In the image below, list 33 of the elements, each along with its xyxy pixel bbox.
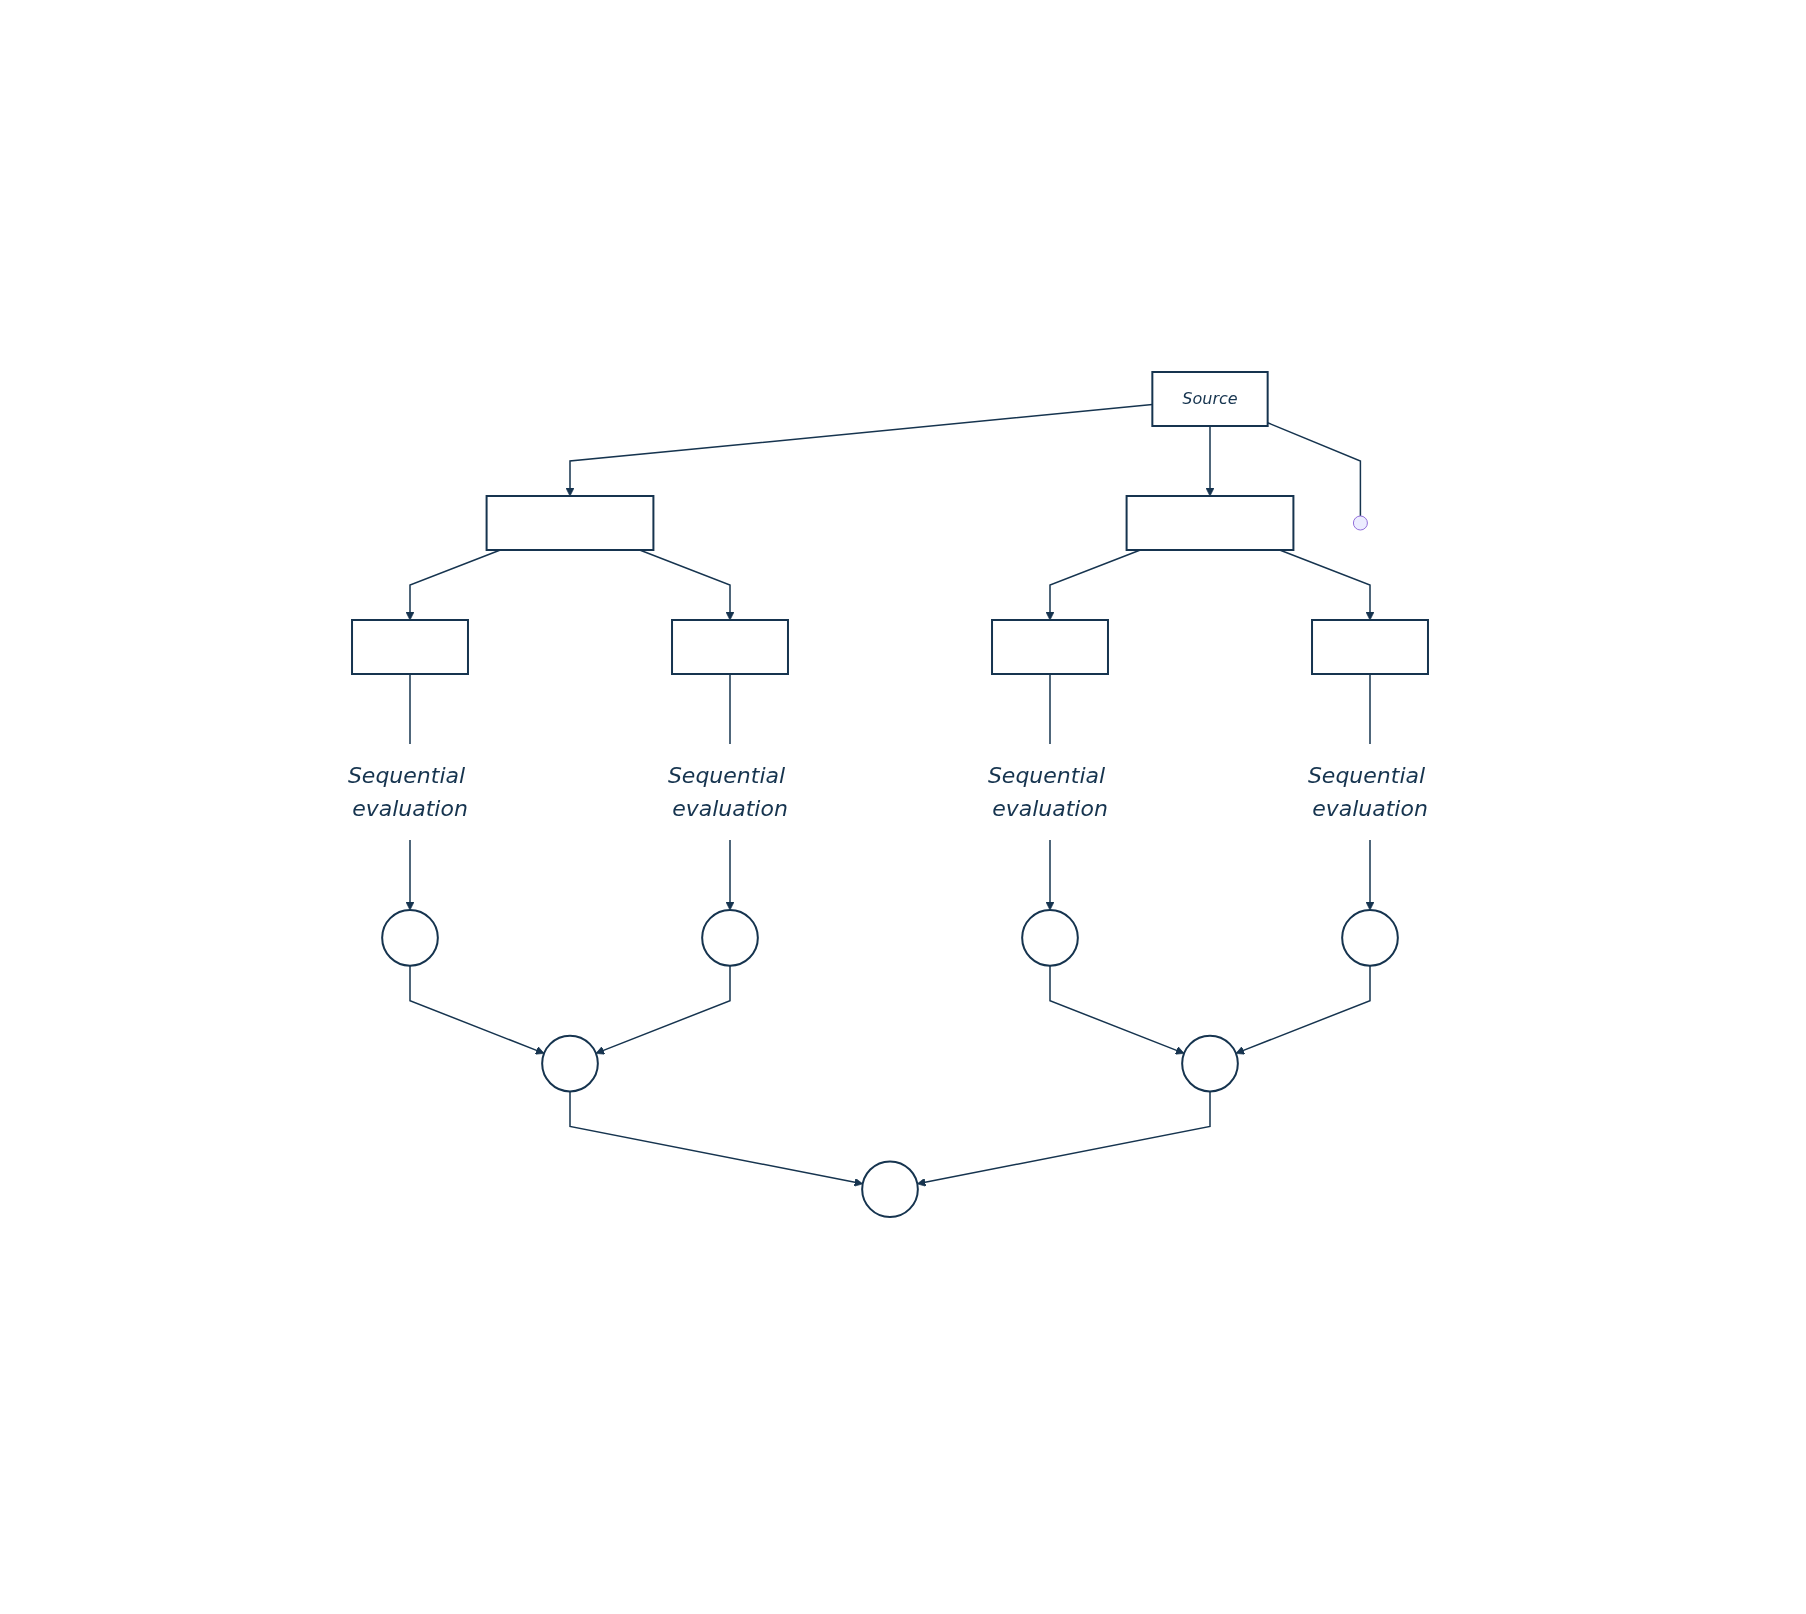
connector <box>729 673 731 746</box>
node-box <box>485 495 655 552</box>
node-circle <box>701 909 759 968</box>
arrow <box>725 839 735 911</box>
node-box <box>991 619 1109 676</box>
arrow <box>916 1091 1211 1188</box>
node-circle <box>861 1160 919 1219</box>
connector <box>409 673 411 746</box>
arrow <box>1205 425 1215 497</box>
arrow <box>569 1091 864 1188</box>
connector <box>1369 673 1371 746</box>
node-circle <box>1341 909 1399 968</box>
node-text: Sequential evaluation <box>1307 763 1428 822</box>
node-box <box>1311 619 1429 676</box>
node-text: Sequential evaluation <box>987 763 1108 822</box>
node-circle <box>541 1035 599 1093</box>
arrow <box>595 965 731 1055</box>
node-box <box>1125 495 1295 552</box>
arrow <box>1365 839 1375 911</box>
arrow <box>405 839 415 911</box>
node-text: Sequential evaluation <box>667 763 788 822</box>
arrow <box>1049 965 1185 1055</box>
node-circle <box>1181 1035 1239 1093</box>
arrow <box>1235 965 1371 1055</box>
arrow <box>1045 839 1055 911</box>
node-box <box>351 619 469 676</box>
arrow <box>409 965 545 1055</box>
connector <box>1049 673 1051 746</box>
node-text: Sequential evaluation <box>347 763 468 822</box>
node-circle <box>381 909 439 968</box>
node-box <box>671 619 789 676</box>
node-circle <box>1021 909 1079 968</box>
node-box: Source <box>1151 371 1269 428</box>
